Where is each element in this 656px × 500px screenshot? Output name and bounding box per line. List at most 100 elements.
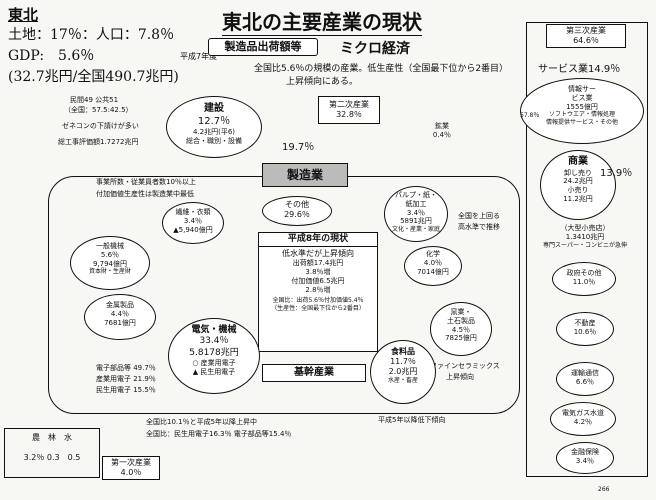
large-retail-node: （大型小売店） 1.3410兆円 専門スーパー・コンビニが急伸: [530, 224, 640, 249]
electronics-note-3: 民生用電子 15.5％: [96, 386, 156, 394]
status-line-2: 出荷額17.4兆円: [292, 259, 344, 268]
mining-node: 鉱業 0.4％: [422, 122, 462, 140]
finance-ellipse: 金融保険 3.4％: [556, 442, 614, 474]
primary-breakdown-values: 3.2％ 0.3 0.5: [23, 453, 81, 462]
transport-label: 運輸通信: [571, 369, 599, 377]
general-machinery-pct: 5.6％: [100, 250, 120, 259]
textile-pct: 3.4％: [183, 216, 203, 225]
general-machinery-label: 一般機械: [96, 242, 124, 250]
ceramics-ellipse: 窯業・ 土石製品 4.5％ 7825億円: [430, 302, 492, 356]
textile-amount: ▲5,940億円: [173, 225, 213, 234]
construction-pct: 12.7％: [197, 115, 231, 127]
services-sub-1: ソフトウエア・情報処理: [548, 111, 615, 119]
other-manufacturing-label: その他: [285, 200, 309, 209]
primary-breakdown-box: 農 林 水 3.2％ 0.3 0.5: [4, 428, 100, 478]
page-title: 東北の主要産業の現状: [222, 6, 422, 36]
electronics-note-1: 電子部品等 49.7％: [96, 364, 156, 372]
electrical-machinery-pct: 33.4％: [199, 336, 229, 347]
status-box-title: 平成8年の現状: [259, 233, 377, 248]
secondary-industry-label: 第二次産業: [329, 100, 369, 109]
government-ellipse: 政府その他 11.0％: [552, 262, 616, 296]
utilities-label: 電気ガス水道: [562, 409, 604, 417]
metal-products-amount: 7681億円: [104, 318, 136, 327]
status-line-7: （生産性：全国最下位から2番目）: [271, 304, 365, 312]
consumer-electronics: ▲ 民生用電子: [192, 367, 236, 376]
retail-label: 小売り: [567, 186, 589, 194]
pulp-paper-pct: 3.4％: [406, 208, 426, 217]
secondary-industry-pct: 32.8％: [336, 110, 362, 119]
large-retail-amount: 1.3410兆円: [565, 232, 605, 241]
services-label-2: ビス業: [571, 93, 593, 102]
general-machinery-ellipse: 一般機械 5.6％ 9,794億円 資本財・生産財: [70, 236, 150, 290]
commerce-pct: 13.9％: [600, 168, 633, 179]
primary-industry-box: 第一次産業 4.0％: [102, 456, 160, 480]
utilities-ellipse: 電気ガス水道 4.2％: [550, 402, 616, 436]
pulp-paper-amount: 5891兆円: [400, 217, 432, 226]
summary-line-1: 全国比5.6％の規模の産業。低生産性（全国最下位から2番目）: [254, 64, 509, 74]
status-line-4: 付加価値6.5兆円: [291, 276, 345, 285]
primary-industry-label: 第一次産業: [111, 458, 151, 467]
construction-amount: 4.2兆円(平6): [192, 128, 236, 136]
status-line-3: 3.8％増: [305, 268, 331, 276]
page-number: 266: [598, 486, 610, 493]
food-sub: 水産・畜産: [387, 377, 418, 384]
ceramics-pct: 4.5％: [451, 325, 471, 334]
construction-note-4: 総工事評価額1.7272兆円: [58, 138, 139, 146]
summary-line-2: 上昇傾向にある。: [286, 77, 359, 87]
tertiary-column: [526, 22, 648, 477]
fine-ceramics-note-1: ファインセラミックス: [430, 362, 500, 370]
construction-label: 建設: [204, 103, 224, 114]
government-pct: 11.0％: [572, 277, 596, 286]
mining-label: 鉱業: [435, 122, 449, 130]
status-line-1: 低水準だが上昇傾向: [282, 249, 354, 259]
chemistry-pct: 4.0％: [423, 258, 443, 267]
pulp-note-1: 全国を上回る: [458, 212, 500, 220]
transport-pct: 6.6％: [575, 377, 595, 386]
government-label: 政府その他: [566, 269, 602, 277]
food-label: 食料品: [391, 347, 415, 356]
status-line-6: 全国比：出荷5.6％付加価値5.4％: [272, 297, 364, 305]
large-retail-label: （大型小売店）: [560, 224, 610, 232]
real-estate-ellipse: 不動産 10.6％: [556, 312, 614, 346]
metal-products-pct: 4.4％: [110, 309, 130, 318]
transport-ellipse: 運輸通信 6.6％: [556, 362, 614, 396]
services-sub-2: 情報提供サービス・その他: [545, 118, 618, 126]
services-ellipse: 情報サー ビス業 1555億円 ソフトウエア・情報処理 情報提供サービス・その他: [520, 78, 644, 144]
other-manufacturing-pct: 29.6％: [284, 210, 310, 219]
services-label-1: 情報サー: [568, 85, 596, 93]
wholesale-amount: 24.2兆円: [563, 177, 593, 186]
core-industry-box: 基幹産業: [262, 364, 366, 382]
ceramics-label-2: 土石製品: [447, 316, 475, 325]
utilities-pct: 4.2％: [573, 417, 593, 426]
chemistry-ellipse: 化学 4.0％ 7014億円: [404, 246, 462, 286]
fine-ceramics-note-2: 上昇傾向: [446, 373, 474, 381]
tertiary-industry-box: 第三次産業 64.6％: [546, 24, 626, 48]
general-machinery-amount: 9,794億円: [92, 259, 128, 268]
industrial-electronics: ○ 産業用電子: [192, 358, 236, 367]
mining-pct: 0.4％: [432, 130, 452, 139]
food-pct: 11.7％: [390, 357, 416, 366]
food-trend-note: 平成5年以降低下傾向: [378, 416, 446, 424]
construction-note-2: （全国：57.5:42.5）: [64, 106, 133, 114]
secondary-industry-box: 第二次産業 32.8％: [318, 96, 380, 124]
pulp-paper-sub: 文化・産業・家庭: [391, 226, 440, 233]
fiscal-year: 平成7年度: [180, 52, 218, 61]
chemistry-amount: 7014億円: [417, 267, 449, 276]
food-ellipse: 食料品 11.7％ 2.0兆円 水産・畜産: [370, 340, 436, 404]
general-machinery-sub: 資本財・生産財: [88, 268, 131, 276]
manufacturing-share: 19.7％: [282, 142, 315, 153]
electrical-machinery-amount: 5.8178兆円: [189, 347, 239, 358]
pulp-note-2: 高水準で推移: [458, 223, 500, 231]
electrical-machinery-ellipse: 電気・機械 33.4％ 5.8178兆円 ○ 産業用電子 ▲ 民生用電子: [168, 318, 260, 394]
wholesale-label: 卸し売り: [564, 168, 592, 177]
pulp-paper-label-1: パルプ・紙・: [395, 191, 437, 199]
retail-amount: 11.2兆円: [563, 194, 593, 203]
manufacturing-note-1: 事業所数・従業員者数10％以上: [96, 178, 196, 186]
real-estate-label: 不動産: [574, 319, 596, 327]
services-header: サービス業14.9％: [538, 64, 621, 75]
pulp-paper-ellipse: パルプ・紙・ 紙加工 3.4％ 5891兆円 文化・産業・家庭: [384, 186, 448, 242]
finance-label: 金融保険: [571, 448, 599, 456]
ceramics-label-1: 窯業・: [450, 308, 472, 316]
tertiary-industry-pct: 64.6％: [573, 36, 599, 45]
textile-label: 繊維・衣類: [175, 208, 211, 216]
